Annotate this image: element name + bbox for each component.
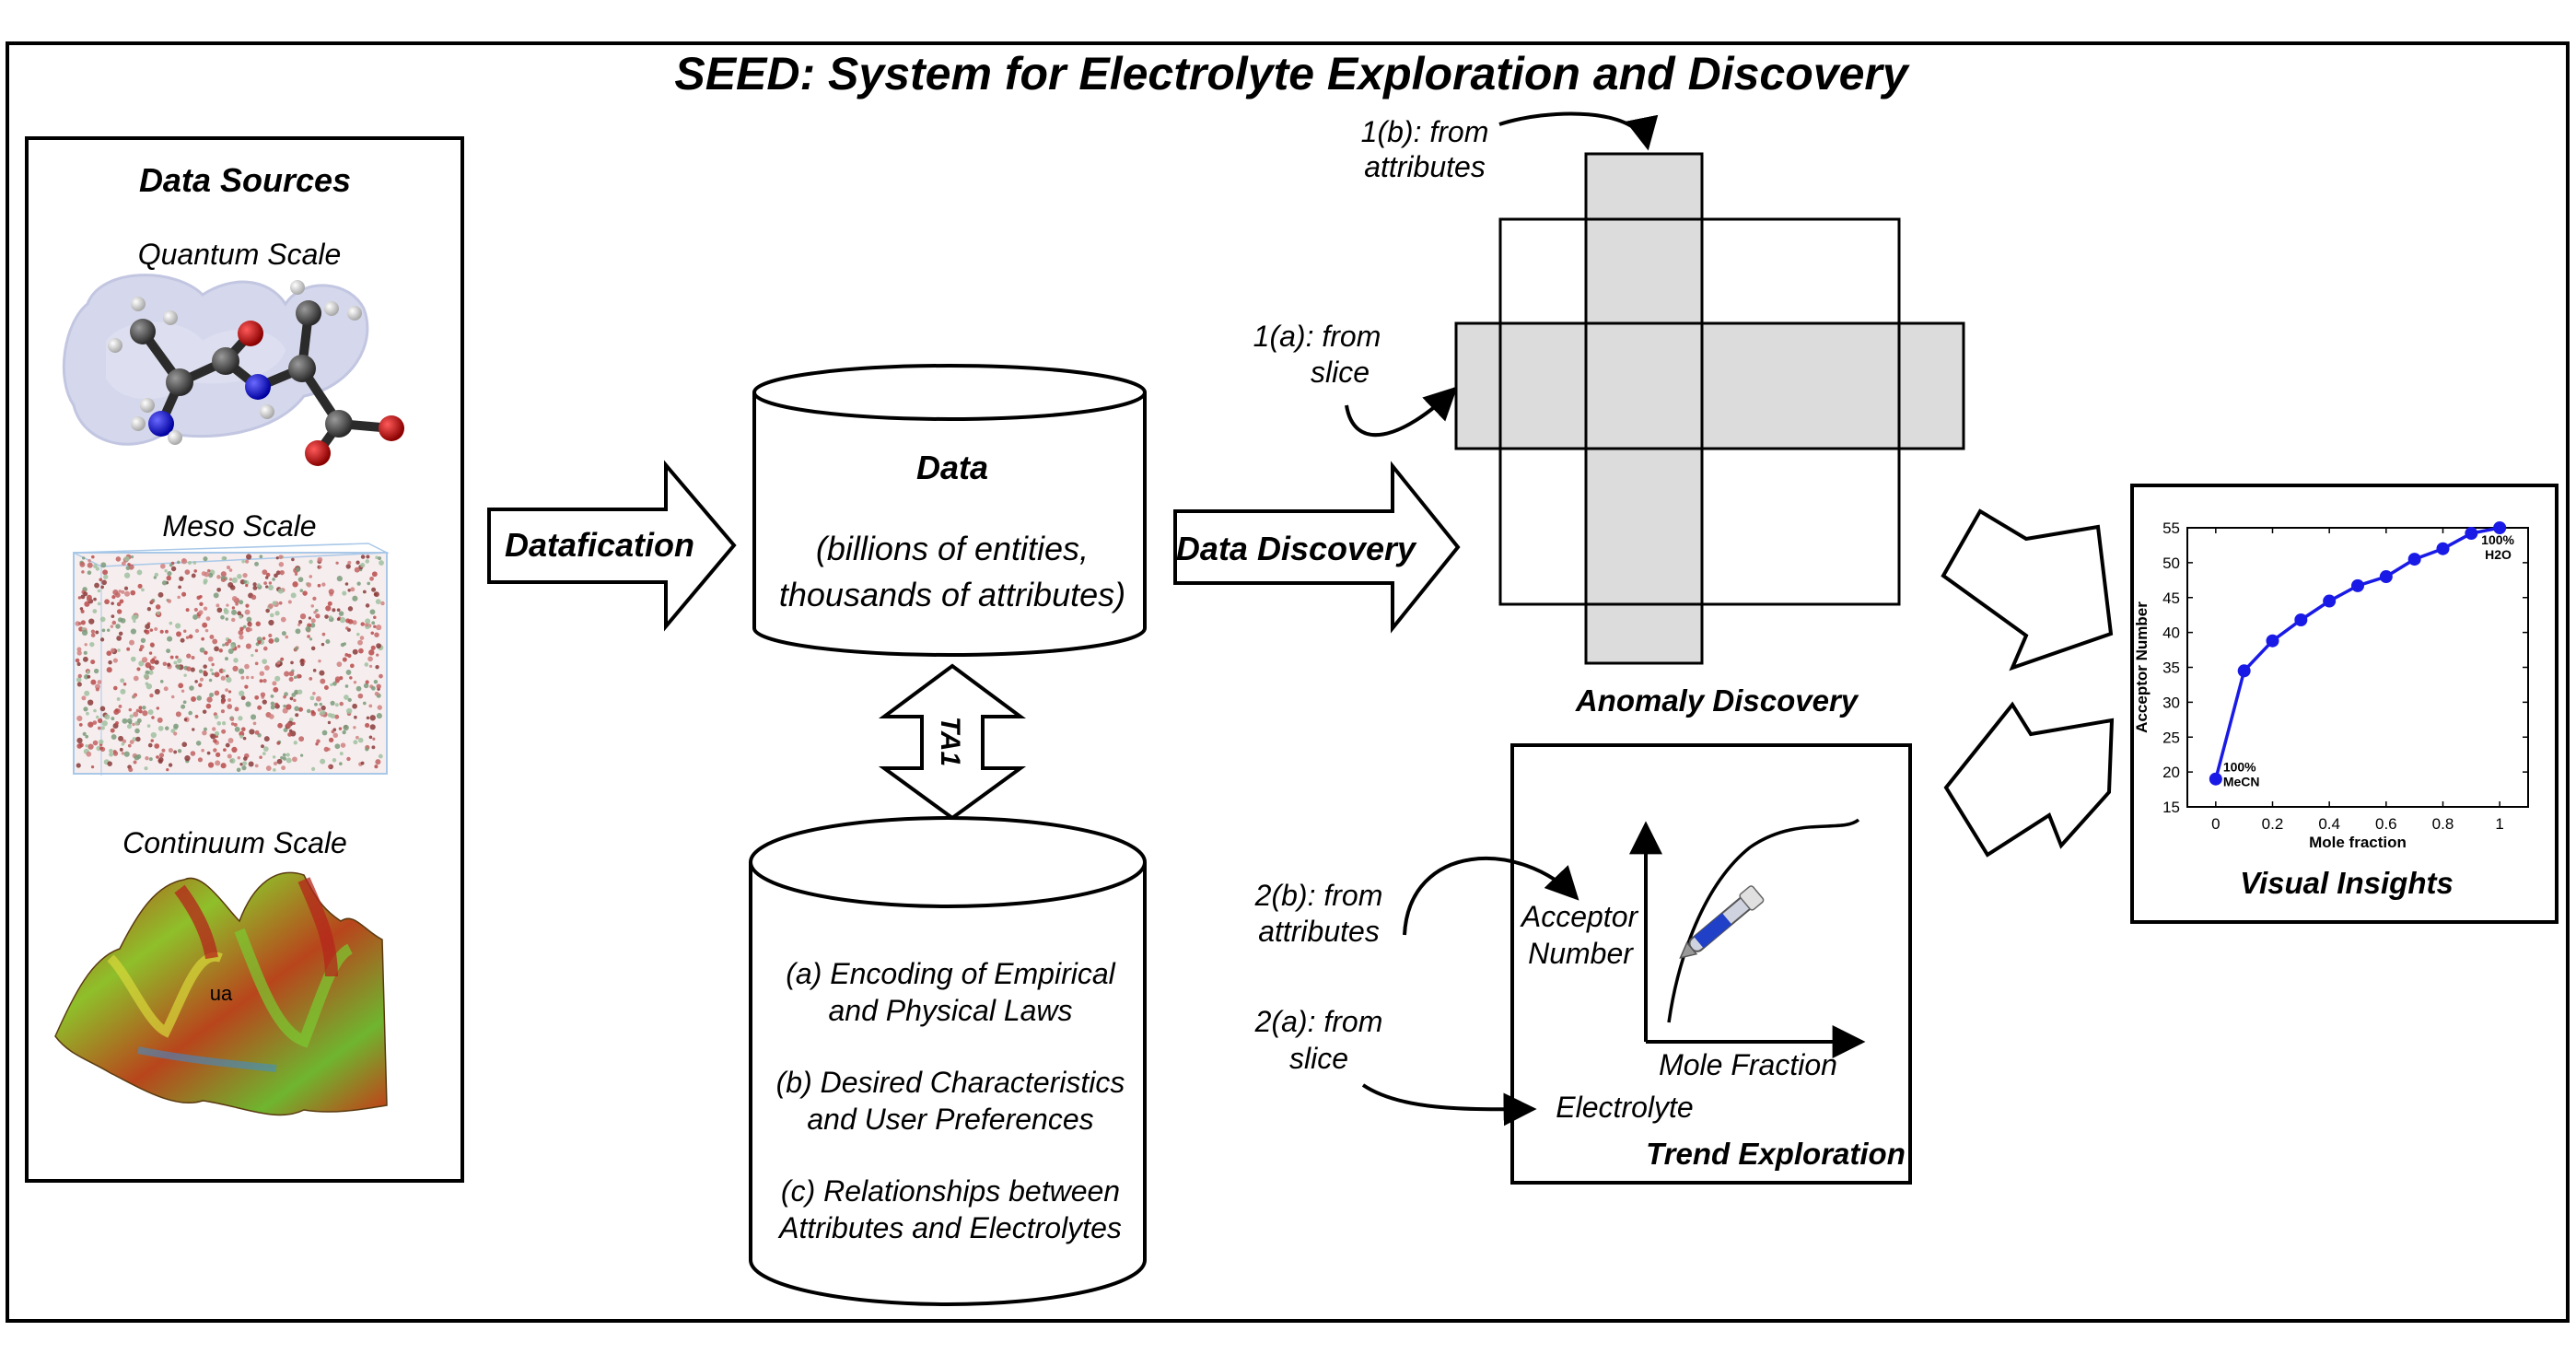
knowledge-a-line2: and Physical Laws: [828, 994, 1072, 1027]
chart-data-point: [2465, 527, 2478, 541]
chart-x-tick-label: 0.6: [2375, 815, 2397, 833]
chart-annotation-start-line2: MeCN: [2223, 775, 2260, 789]
label-1a-line1: 1(a): from: [1253, 320, 1381, 353]
arrow-2b: [1403, 857, 1579, 936]
trend-exploration-caption: Trend Exploration: [1646, 1137, 1906, 1171]
datafication-arrow: Datafication: [487, 460, 737, 632]
label-2b-line1: 2(b): from: [1254, 879, 1383, 912]
continuum-scale-label: Continuum Scale: [122, 826, 347, 859]
meso-scale-label: Meso Scale: [162, 509, 316, 543]
continuum-overlay-label: ua: [210, 982, 233, 1005]
chart-y-tick-label: 35: [2162, 660, 2180, 677]
chart-data-point: [2351, 578, 2364, 592]
knowledge-c-line1: (c) Relationships between: [781, 1174, 1120, 1208]
chart-x-axis-label: Mole fraction: [2309, 834, 2407, 851]
chart-data-point: [2294, 613, 2308, 626]
data-store-line2: thousands of attributes): [779, 576, 1125, 613]
chart-data-point: [2407, 553, 2421, 566]
trend-y-label-line2: Number: [1528, 937, 1634, 970]
chart-y-tick-label: 45: [2162, 590, 2180, 607]
anomaly-grid-outline: [1498, 217, 1901, 606]
trend-z-label: Electrolyte: [1556, 1091, 1693, 1124]
label-1b-line2: attributes: [1364, 150, 1486, 183]
anomaly-discovery-figure: 1(b): from attributes 1(a): from slice A…: [1253, 111, 1965, 718]
chart-x-tick-label: 0.4: [2318, 815, 2340, 833]
data-store-title: Data: [916, 449, 988, 486]
chart-x-tick-label: 1: [2495, 815, 2503, 833]
ta1-double-arrow: TA1: [878, 663, 1027, 821]
knowledge-a-line1: (a) Encoding of Empirical: [786, 957, 1115, 990]
chart-y-tick-label: 55: [2162, 520, 2180, 537]
chart-x-tick-label: 0.8: [2432, 815, 2454, 833]
chart-y-tick-label: 15: [2162, 799, 2180, 816]
arrow-1b: [1498, 111, 1659, 151]
data-store-cylinder: Data (billions of entities, thousands of…: [752, 364, 1147, 657]
chart-y-tick-label: 40: [2162, 625, 2180, 642]
visual-insights-caption: Visual Insights: [2240, 866, 2454, 900]
chart-y-tick-label: 25: [2162, 729, 2180, 746]
label-2a-line2: slice: [1289, 1042, 1348, 1075]
continuum-surface: ua: [54, 871, 388, 1116]
knowledge-b-line1: (b) Desired Characteristics: [776, 1066, 1125, 1099]
arrow-2a: [1361, 1083, 1537, 1127]
data-store-line1: (billions of entities,: [816, 530, 1089, 567]
chart-data-point: [2493, 521, 2507, 534]
chart-x-tick-label: 0: [2211, 815, 2220, 833]
page-title: SEED: System for Electrolyte Exploration…: [674, 48, 1909, 99]
chart-y-tick-label: 20: [2162, 764, 2180, 781]
chart-annotation-end-line2: H2O: [2485, 547, 2512, 562]
meso-particle-box: [73, 543, 390, 776]
merge-arrow-upper: [1941, 508, 2114, 671]
trend-y-label-line1: Acceptor: [1520, 900, 1639, 933]
label-2a-line1: 2(a): from: [1254, 1005, 1383, 1038]
knowledge-b-line2: and User Preferences: [807, 1103, 1093, 1136]
label-1b-line1: 1(b): from: [1361, 115, 1489, 148]
trend-exploration-figure: Acceptor Number Mole Fraction Electrolyt…: [1254, 743, 1912, 1185]
trend-curve: [1667, 818, 1860, 1023]
chart-data-point: [2209, 772, 2222, 786]
data-sources-heading: Data Sources: [139, 161, 351, 199]
data-sources-panel: Data Sources Quantum Scale: [25, 136, 464, 1183]
outer-frame: [6, 41, 2570, 1323]
anomaly-discovery-caption: Anomaly Discovery: [1575, 683, 1859, 718]
knowledge-c-line2: Attributes and Electrolytes: [777, 1211, 1122, 1244]
merge-arrow-lower: [1943, 701, 2115, 858]
chart-y-tick-label: 50: [2162, 555, 2180, 572]
arrow-1a: [1345, 386, 1458, 438]
chart-data-point: [2379, 570, 2393, 584]
chart-annotation-end-line1: 100%: [2481, 532, 2514, 547]
label-1a-line2: slice: [1311, 356, 1370, 389]
data-discovery-label: Data Discovery: [1176, 530, 1417, 567]
datafication-label: Datafication: [505, 526, 694, 564]
chart-data-point: [2266, 634, 2279, 648]
chart-data-point: [2237, 664, 2251, 678]
knowledge-store-cylinder: (a) Encoding of Empirical and Physical L…: [749, 816, 1147, 1306]
chart-data-point: [2323, 594, 2337, 608]
quantum-scale-label: Quantum Scale: [138, 238, 342, 271]
chart-annotation-start-line1: 100%: [2223, 760, 2256, 775]
chart-data-point: [2436, 542, 2450, 555]
slice-row-highlight: [1454, 321, 1965, 450]
label-2b-line2: attributes: [1258, 915, 1380, 948]
pen-icon: [1679, 885, 1765, 959]
data-discovery-arrow: Data Discovery: [1173, 461, 1461, 634]
trend-x-label: Mole Fraction: [1659, 1048, 1837, 1081]
ta1-label: TA1: [935, 717, 965, 766]
chart-y-tick-label: 30: [2162, 694, 2180, 711]
chart-x-tick-label: 0.2: [2262, 815, 2284, 833]
chart-y-axis-label: Acceptor Number: [2133, 601, 2151, 733]
molecule-illustration: [62, 274, 404, 466]
